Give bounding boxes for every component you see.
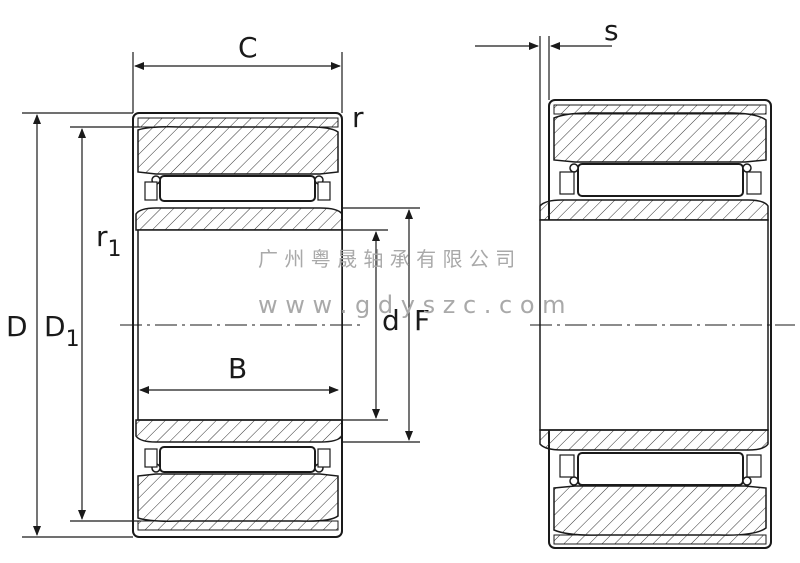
- right-top-outer-ring: [553, 112, 767, 163]
- left-top-cage-a: [144, 181, 158, 201]
- label-r1-sub: 1: [108, 237, 122, 262]
- right-top-roller: [577, 163, 744, 197]
- right-bottom-roller: [577, 452, 744, 486]
- label-B: B: [228, 352, 247, 385]
- right-bottom-roller-end-a: [569, 476, 579, 486]
- label-r1: r1: [96, 220, 122, 262]
- right-top-cage-a: [559, 171, 575, 195]
- left-top-inner-ring: [135, 207, 343, 231]
- label-D1: D1: [44, 310, 80, 352]
- label-D1-base: D: [44, 310, 66, 343]
- label-d: d: [382, 304, 400, 337]
- right-bearing-view: [539, 99, 772, 549]
- label-F: F: [414, 304, 430, 337]
- right-top-roller-end-b: [742, 163, 752, 173]
- right-bottom-cage-b: [746, 454, 762, 478]
- left-bottom-inner-ring: [135, 419, 343, 443]
- label-D: D: [6, 310, 28, 343]
- watermark-company: 广 州 粤 晟 轴 承 有 限 公 司: [258, 247, 515, 271]
- left-bottom-seal: [137, 520, 339, 531]
- label-C: C: [238, 31, 258, 64]
- label-D1-sub: 1: [66, 327, 80, 352]
- left-bottom-cage-a: [144, 448, 158, 468]
- right-bottom-inner-ring: [539, 429, 769, 451]
- label-r: r: [352, 101, 364, 134]
- left-top-roller: [159, 175, 316, 202]
- left-bottom-cage-b: [317, 448, 331, 468]
- label-r1-base: r: [96, 220, 108, 253]
- dimension-lines: [22, 36, 612, 538]
- label-s: s: [604, 14, 619, 47]
- left-bottom-outer-ring: [137, 473, 339, 522]
- right-bottom-seal: [553, 534, 767, 545]
- right-top-roller-end-a: [569, 163, 579, 173]
- left-top-cage-b: [317, 181, 331, 201]
- right-top-cage-b: [746, 171, 762, 195]
- right-top-inner-ring: [539, 199, 769, 221]
- right-bottom-cage-a: [559, 454, 575, 478]
- left-bottom-roller: [159, 446, 316, 473]
- watermark-website: w w w . g d y s z c . c o m: [258, 291, 566, 319]
- right-bottom-outer-ring: [553, 485, 767, 536]
- right-bottom-roller-end-b: [742, 476, 752, 486]
- left-top-seal: [137, 117, 339, 128]
- left-top-outer-ring: [137, 126, 339, 175]
